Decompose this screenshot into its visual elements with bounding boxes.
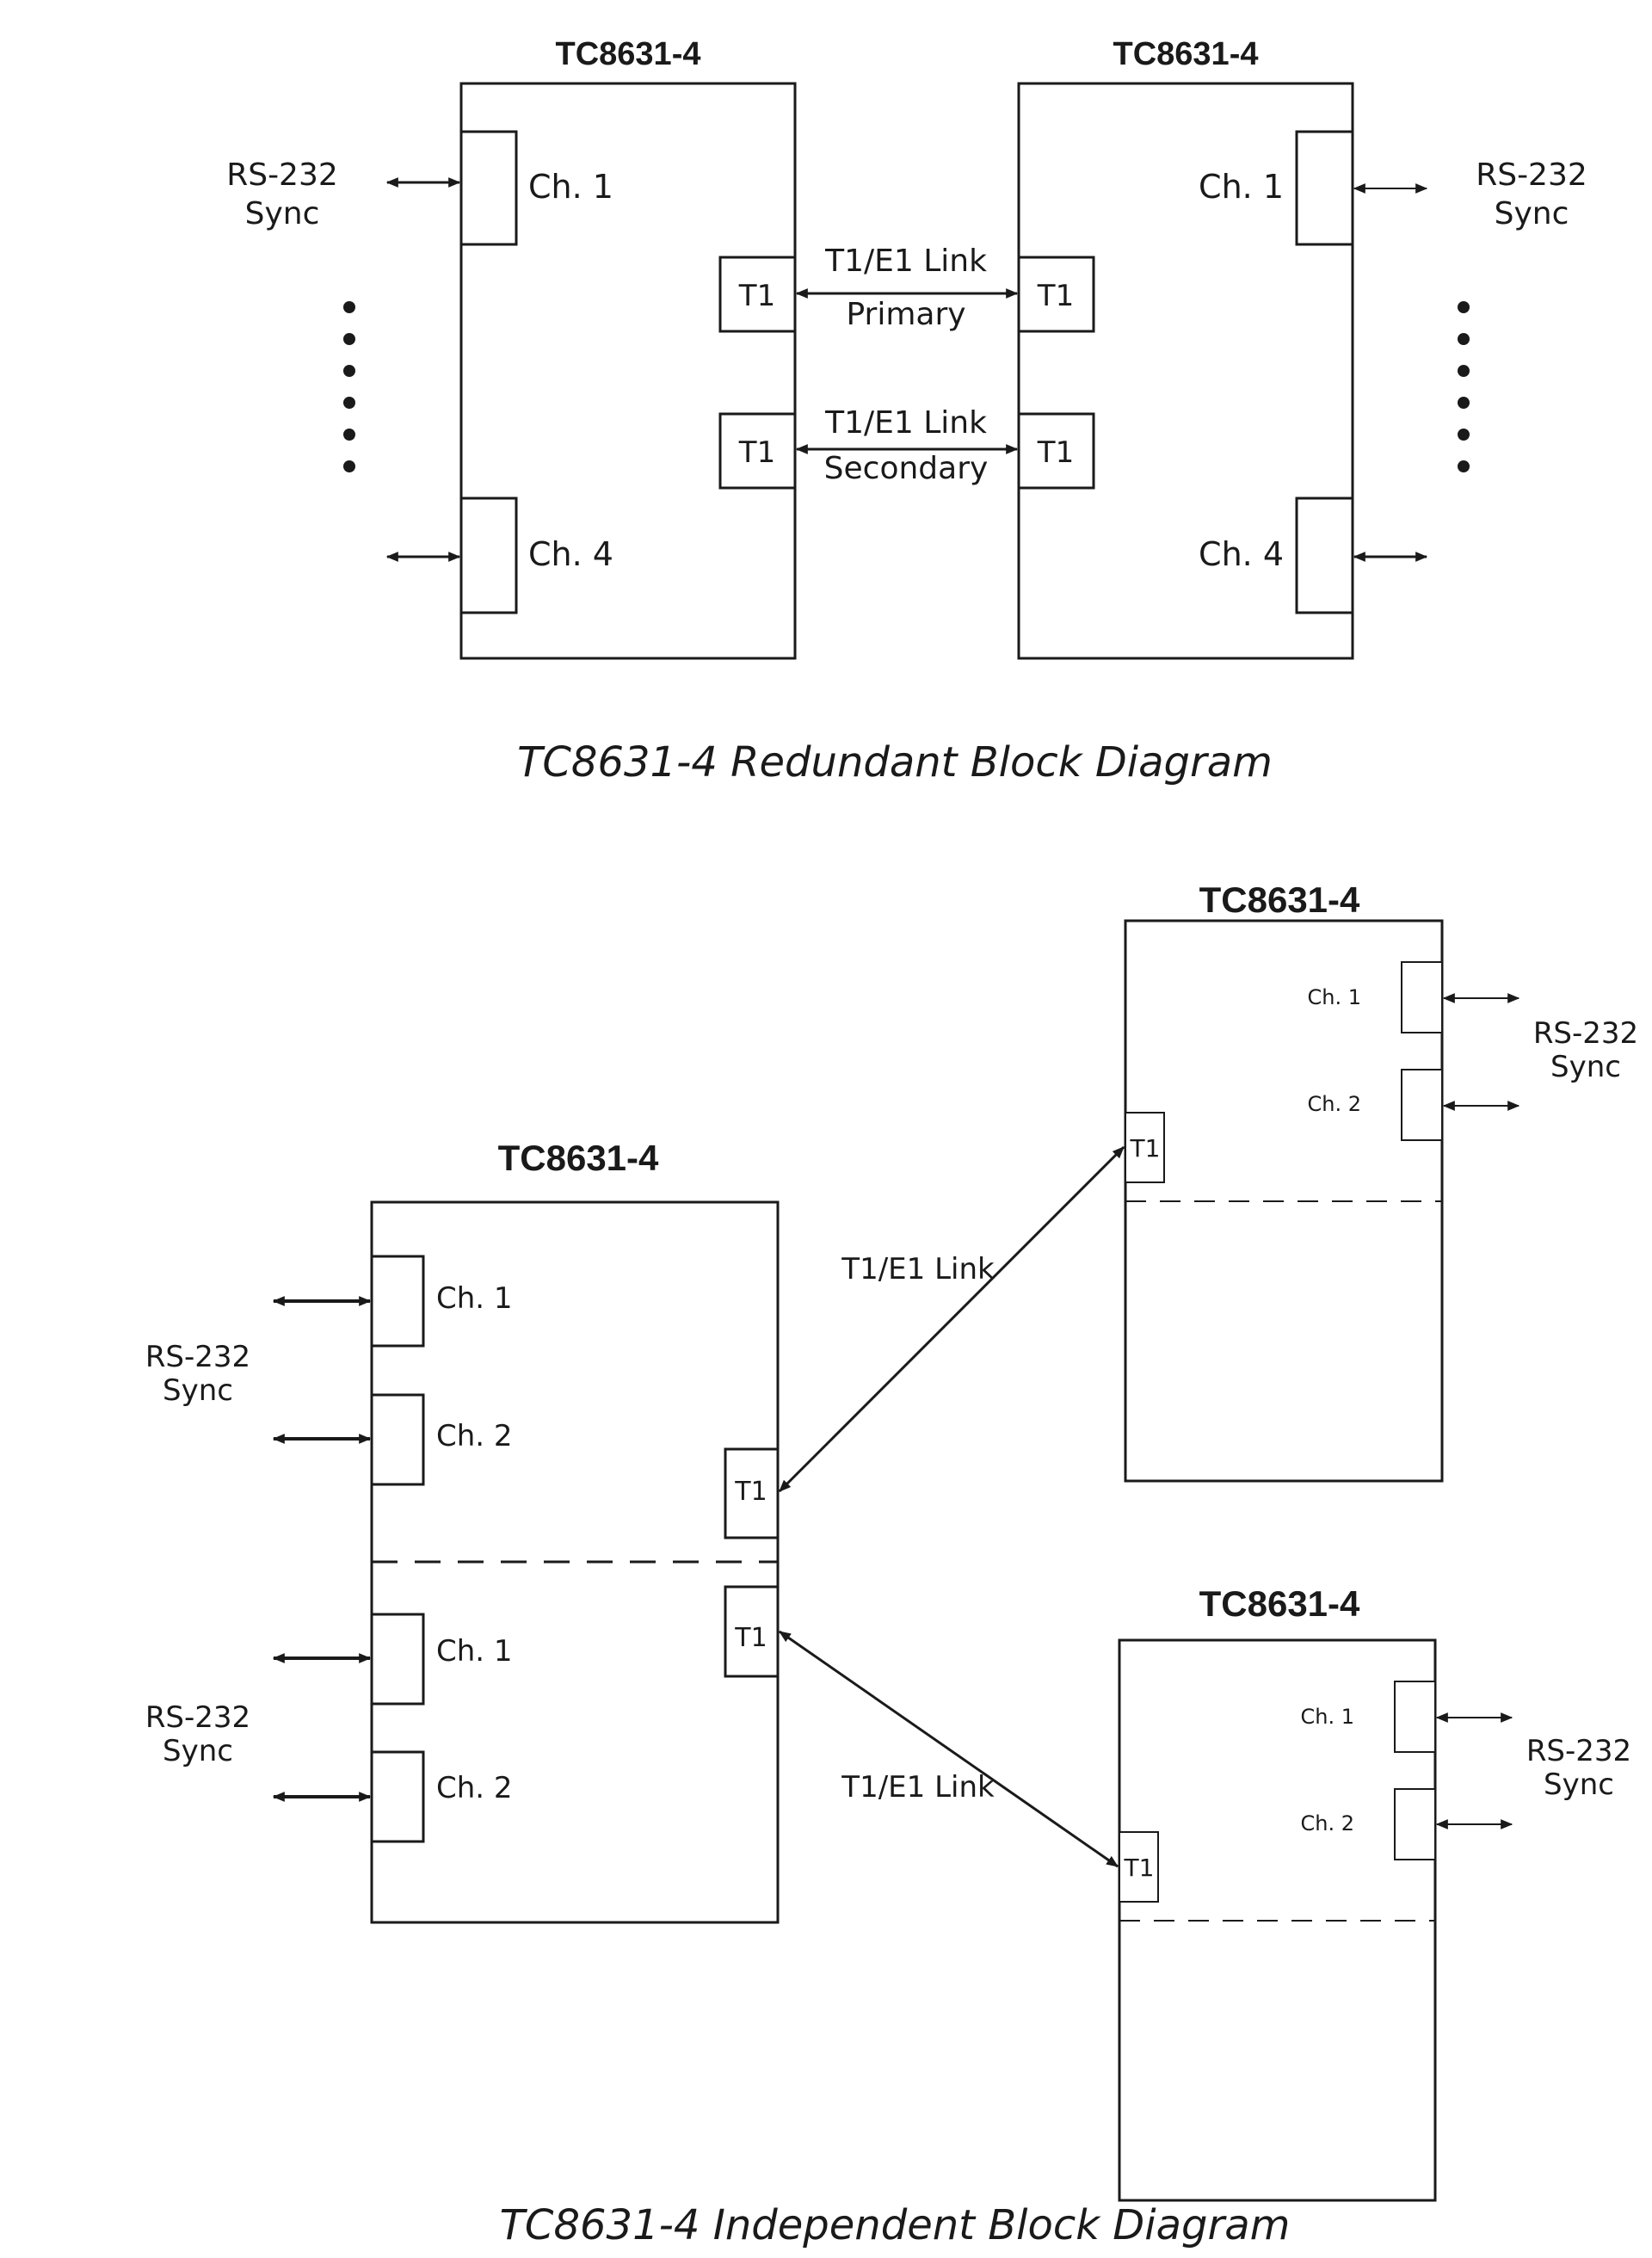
independent-main-t1-lower-port	[724, 1585, 780, 1678]
independent-main-upper-interface-label: RS-232	[145, 1340, 250, 1374]
independent-bottom-remote-ch1-port	[1394, 1681, 1436, 1753]
redundant-primary-link-sublabel: Primary	[846, 297, 965, 332]
redundant-diagram-caption: TC8631-4 Redundant Block Diagram	[517, 738, 1273, 787]
independent-top-remote-ch2-label: Ch. 2	[1308, 1092, 1362, 1116]
redundant-right-interface-label: RS-232	[1476, 157, 1587, 193]
independent-top-remote-t1-label: T1	[1130, 1134, 1161, 1163]
redundant-right-ch4-port	[1295, 497, 1354, 614]
independent-diagram-caption: TC8631-4 Independent Block Diagram	[500, 2201, 1291, 2249]
redundant-left-ch1-port	[459, 130, 518, 246]
redundant-left-ch1-label: Ch. 1	[528, 168, 613, 206]
redundant-left-t1-secondary-label: T1	[738, 435, 775, 470]
redundant-primary-link-label: T1/E1 Link	[824, 244, 987, 279]
redundant-right-ch4-label: Ch. 4	[1199, 535, 1284, 573]
independent-main-t1-upper-label: T1	[734, 1477, 767, 1507]
independent-top-remote-interface-sublabel: Sync	[1550, 1050, 1621, 1084]
independent-main-upper-ch2-label: Ch. 2	[436, 1419, 513, 1453]
independent-main-upper-ch1-label: Ch. 1	[436, 1281, 513, 1316]
redundant-left-ch4-port	[459, 497, 518, 614]
independent-bottom-remote-interface-sublabel: Sync	[1544, 1768, 1614, 1802]
redundant-right-unit: TC8631-4 Ch. 1 Ch. 4 T1 T1	[1017, 36, 1354, 660]
redundant-right-ellipsis-dots	[1458, 301, 1470, 472]
redundant-right-interface-sublabel: Sync	[1495, 196, 1569, 231]
independent-bottom-remote-unit: TC8631-4 Ch. 1 Ch. 2 T1	[1118, 1583, 1437, 2202]
redundant-right-t1-primary-label: T1	[1037, 279, 1074, 313]
independent-main-lower-ch1-port	[370, 1613, 425, 1706]
redundant-left-ch4-label: Ch. 4	[528, 535, 613, 573]
redundant-right-ch1-label: Ch. 1	[1199, 168, 1284, 206]
redundant-left-unit: TC8631-4 Ch. 1 Ch. 4 T1 T1	[459, 36, 797, 660]
independent-main-upper-ch1-port	[370, 1255, 425, 1348]
independent-main-t1-upper-port	[724, 1447, 780, 1539]
independent-main-t1-lower-label: T1	[734, 1623, 767, 1653]
independent-bottom-remote-title: TC8631-4	[1199, 1583, 1360, 1624]
redundant-left-t1-primary-label: T1	[738, 279, 775, 313]
redundant-secondary-link-sublabel: Secondary	[824, 451, 989, 486]
redundant-left-ellipsis-dots	[343, 301, 355, 472]
independent-main-lower-ch1-label: Ch. 1	[436, 1634, 513, 1669]
redundant-right-t1-secondary-port	[1017, 412, 1095, 490]
independent-main-lower-interface-sublabel: Sync	[163, 1734, 233, 1768]
independent-lower-link-label: T1/E1 Link	[841, 1770, 995, 1805]
independent-top-remote-title: TC8631-4	[1199, 879, 1360, 920]
independent-top-remote-ch2-port	[1401, 1069, 1443, 1141]
independent-main-lower-ch2-label: Ch. 2	[436, 1771, 513, 1805]
independent-top-remote-unit: TC8631-4 Ch. 1 Ch. 2 T1	[1124, 879, 1444, 1483]
redundant-left-interface-sublabel: Sync	[245, 196, 320, 231]
redundant-left-t1-secondary-port	[718, 412, 797, 490]
independent-bottom-remote-t1-label: T1	[1124, 1854, 1155, 1882]
independent-main-unit: TC8631-4 Ch. 1 Ch. 2 Ch. 1 Ch. 2 T1 T1	[370, 1138, 780, 1924]
independent-main-lower-interface-label: RS-232	[145, 1700, 250, 1735]
redundant-diagram: TC8631-4 Ch. 1 Ch. 4 T1 T1 TC8631-4 Ch. …	[226, 36, 1587, 787]
independent-bottom-remote-ch2-port	[1394, 1788, 1436, 1860]
redundant-right-t1-primary-port	[1017, 256, 1095, 333]
independent-bottom-remote-ch1-label: Ch. 1	[1301, 1705, 1355, 1729]
independent-main-unit-title: TC8631-4	[498, 1138, 659, 1178]
independent-bottom-remote-t1-port	[1119, 1831, 1159, 1903]
independent-main-upper-ch2-port	[370, 1393, 425, 1486]
independent-top-remote-ch1-label: Ch. 1	[1308, 985, 1362, 1009]
independent-upper-link-label: T1/E1 Link	[841, 1252, 995, 1286]
redundant-left-t1-primary-port	[718, 256, 797, 333]
independent-lower-link-arrow	[779, 1630, 1119, 1868]
redundant-right-ch1-port	[1295, 130, 1354, 246]
redundant-left-interface-label: RS-232	[226, 157, 338, 193]
redundant-right-unit-title: TC8631-4	[1113, 36, 1259, 72]
independent-top-remote-t1-port	[1125, 1112, 1165, 1183]
independent-main-lower-ch2-port	[370, 1750, 425, 1843]
independent-upper-link-arrow	[778, 1145, 1125, 1493]
independent-main-upper-interface-sublabel: Sync	[163, 1373, 233, 1408]
independent-diagram: TC8631-4 Ch. 1 Ch. 2 Ch. 1 Ch. 2 T1 T1 R…	[145, 879, 1638, 2249]
independent-top-remote-ch1-port	[1401, 961, 1443, 1033]
redundant-secondary-link-label: T1/E1 Link	[824, 405, 987, 441]
redundant-right-t1-secondary-label: T1	[1037, 435, 1074, 470]
independent-bottom-remote-interface-label: RS-232	[1526, 1734, 1631, 1768]
independent-top-remote-interface-label: RS-232	[1533, 1016, 1638, 1051]
redundant-left-unit-title: TC8631-4	[556, 36, 701, 72]
independent-bottom-remote-ch2-label: Ch. 2	[1301, 1811, 1355, 1835]
